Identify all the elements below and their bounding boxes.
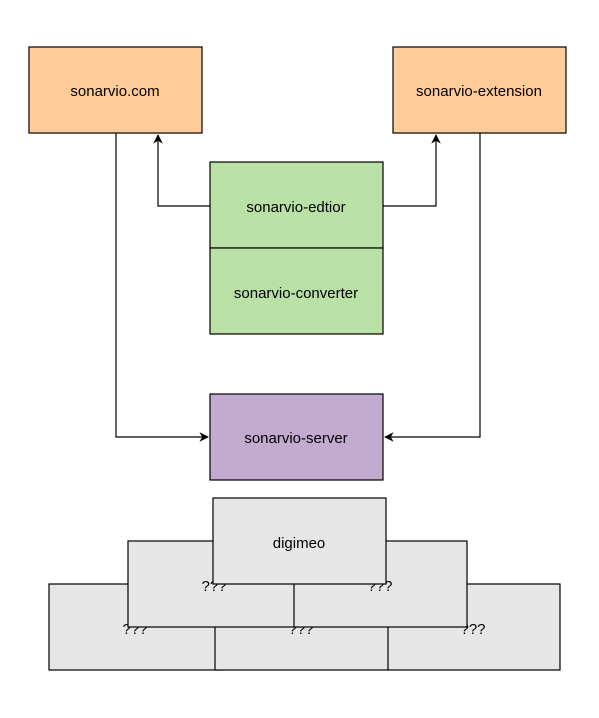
node-editor-label: sonarvio-edtior <box>246 199 345 216</box>
node-digimeo-label: digimeo <box>273 535 326 552</box>
arrow-website-to-server <box>115 133 209 442</box>
node-server-label: sonarvio-server <box>244 430 347 447</box>
node-extension-label: sonarvio-extension <box>416 83 542 100</box>
node-website-label: sonarvio.com <box>70 83 159 100</box>
node-server[interactable]: sonarvio-server <box>209 393 384 481</box>
node-extension[interactable]: sonarvio-extension <box>392 46 567 134</box>
node-website[interactable]: sonarvio.com <box>28 46 203 134</box>
node-digimeo[interactable]: digimeo <box>212 497 387 585</box>
node-editor[interactable]: sonarvio-edtior <box>209 161 384 249</box>
arrow-editor-to-extension <box>383 134 441 207</box>
node-converter-label: sonarvio-converter <box>234 285 358 302</box>
arrow-extension-to-server <box>384 133 481 442</box>
node-converter[interactable]: sonarvio-converter <box>209 247 384 335</box>
arrow-editor-to-website <box>153 134 210 207</box>
connectors <box>115 133 481 442</box>
